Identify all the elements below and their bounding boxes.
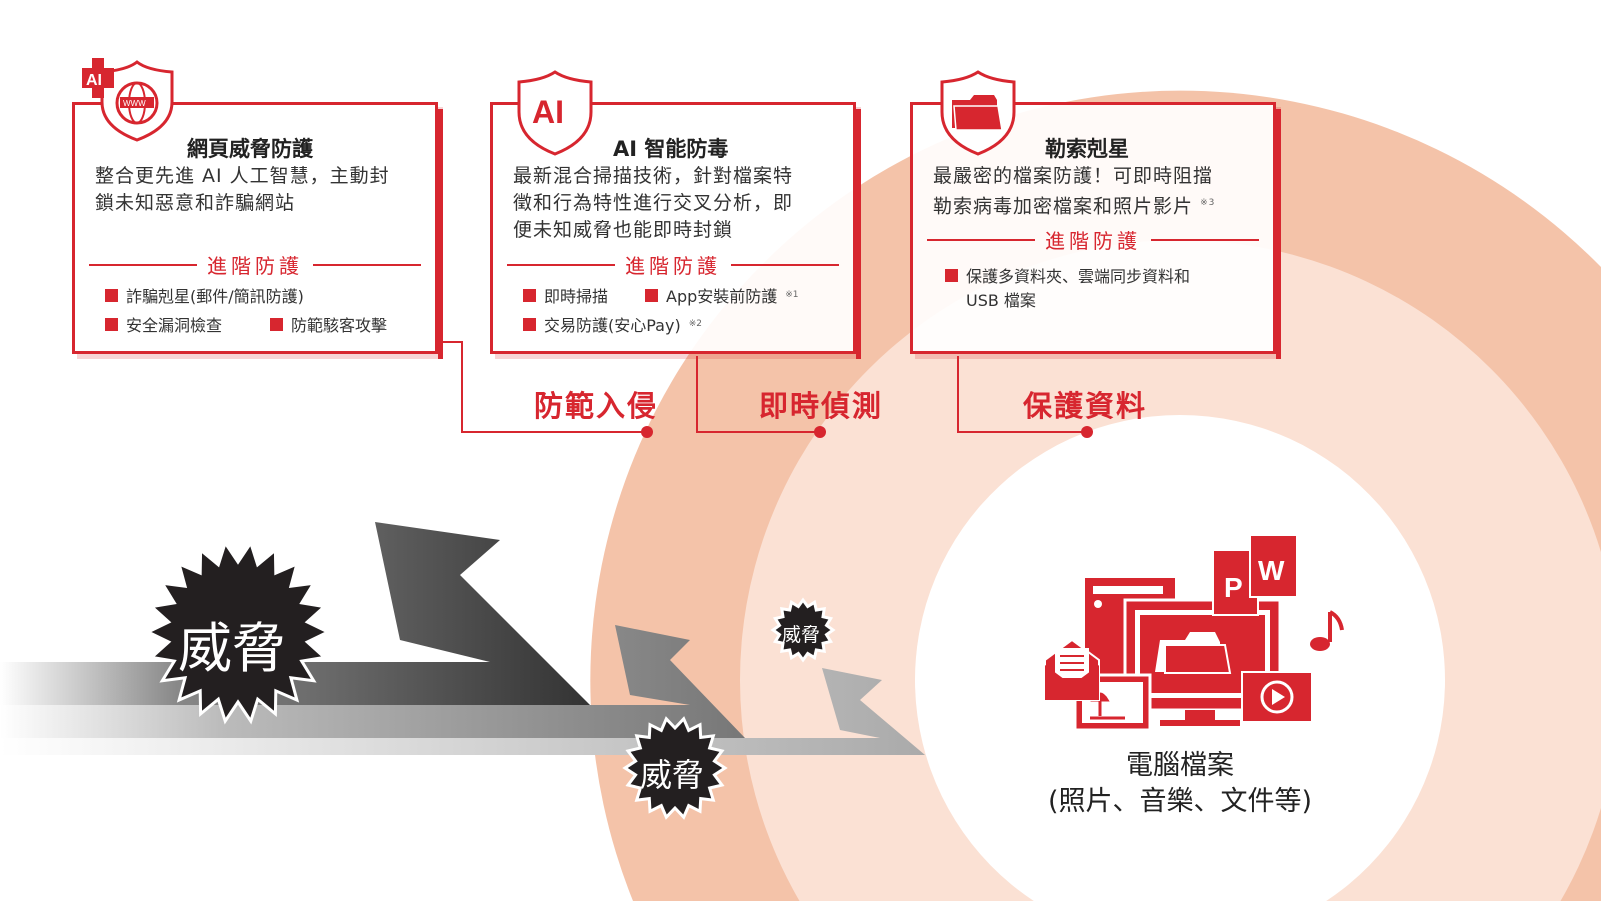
computer-files-label: 電腦檔案 (照片、音樂、文件等) (1040, 748, 1320, 820)
card-desc-line: 勒索病毒加密檔案和照片影片 (933, 195, 1194, 218)
footnote: ※3 (1200, 198, 1216, 208)
connector-dot-3 (1081, 426, 1093, 438)
threat-starburst (622, 716, 728, 820)
threat-label-large: 威脅 (178, 617, 286, 680)
connector-2 (696, 356, 820, 433)
feature: App安裝前防護 (666, 287, 778, 306)
stage-label-protect-data: 保護資料 (1023, 389, 1148, 423)
card-ai-antivirus: AI 智能防毒 最新混合掃描技術，針對檔案特 徵和行為特性進行交叉分析，即 便未… (490, 102, 861, 359)
bullet-icon (523, 288, 536, 302)
bullet-icon (105, 288, 118, 302)
feature: 保護多資料夾、雲端同步資料和 (966, 267, 1191, 286)
bullet-icon (645, 288, 658, 302)
advanced-protection-label: 進階防護 (625, 254, 721, 278)
stage-label-prevent-intrusion: 防範入侵 (534, 389, 659, 423)
file-w-label: W (1258, 555, 1285, 586)
stage-label-realtime-detection: 即時偵測 (759, 389, 884, 423)
card-web-threat-protection: 網頁威脅防護 整合更先進 AI 人工智慧，主動封 鎖未知惡意和詐騙網站 進階防護… (72, 102, 443, 359)
card-desc-line: 便未知威脅也能即時封鎖 (513, 219, 734, 241)
threat-starburst (770, 597, 836, 663)
svg-text:WWW: WWW (123, 99, 146, 108)
ai-shield-icon: AI (517, 70, 593, 156)
bullet-icon (945, 268, 958, 282)
advanced-protection-label: 進階防護 (1045, 229, 1141, 253)
bullet-icon (523, 317, 536, 331)
threat-arrow-large (0, 522, 590, 705)
feature: 安全漏洞檢查 (126, 316, 223, 335)
connector-1 (438, 341, 647, 433)
bullet-icon (270, 317, 283, 331)
globe-shield-icon: WWW AI (82, 58, 174, 142)
ai-badge: AI (86, 72, 102, 89)
threat-label-medium: 威脅 (640, 756, 705, 794)
files-illustration (1044, 534, 1344, 732)
connector-dot-2 (814, 426, 826, 438)
footnote: ※1 (785, 290, 799, 300)
ai-badge: AI (532, 94, 564, 130)
card-desc-line: 最嚴密的檔案防護！可即時阻擋 (933, 165, 1214, 187)
footnote: ※2 (688, 319, 702, 329)
threat-label-small: 威脅 (782, 624, 821, 646)
card-title: AI 智能防毒 (613, 137, 729, 161)
card-desc-line: 整合更先進 AI 人工智慧，主動封 (95, 165, 390, 187)
folder-shield-icon (940, 70, 1016, 156)
files-title: 電腦檔案 (1126, 750, 1234, 781)
card-title: 網頁威脅防護 (187, 137, 313, 161)
feature: 防範駭客攻擊 (291, 316, 388, 335)
file-p-label: P (1224, 572, 1243, 603)
threat-starburst (144, 539, 332, 725)
threat-arrow-medium (0, 625, 745, 738)
threat-arrow-small (0, 668, 925, 755)
bullet-icon (105, 317, 118, 331)
connector-3 (957, 356, 1087, 433)
files-subtitle: (照片、音樂、文件等) (1047, 786, 1313, 817)
connector-dot-1 (641, 426, 653, 438)
card-title: 勒索剋星 (1045, 137, 1129, 161)
feature: 即時掃描 (544, 287, 609, 306)
card-desc-line: 最新混合掃描技術，針對檔案特 (513, 165, 794, 187)
feature: USB 檔案 (966, 291, 1036, 310)
card-desc-line: 徵和行為特性進行交叉分析，即 (513, 192, 794, 214)
advanced-protection-label: 進階防護 (207, 254, 303, 278)
card-desc-line: 鎖未知惡意和詐騙網站 (95, 192, 296, 214)
feature: 交易防護(安心Pay) (544, 316, 681, 335)
feature: 詐騙剋星(郵件/簡訊防護) (126, 287, 304, 306)
